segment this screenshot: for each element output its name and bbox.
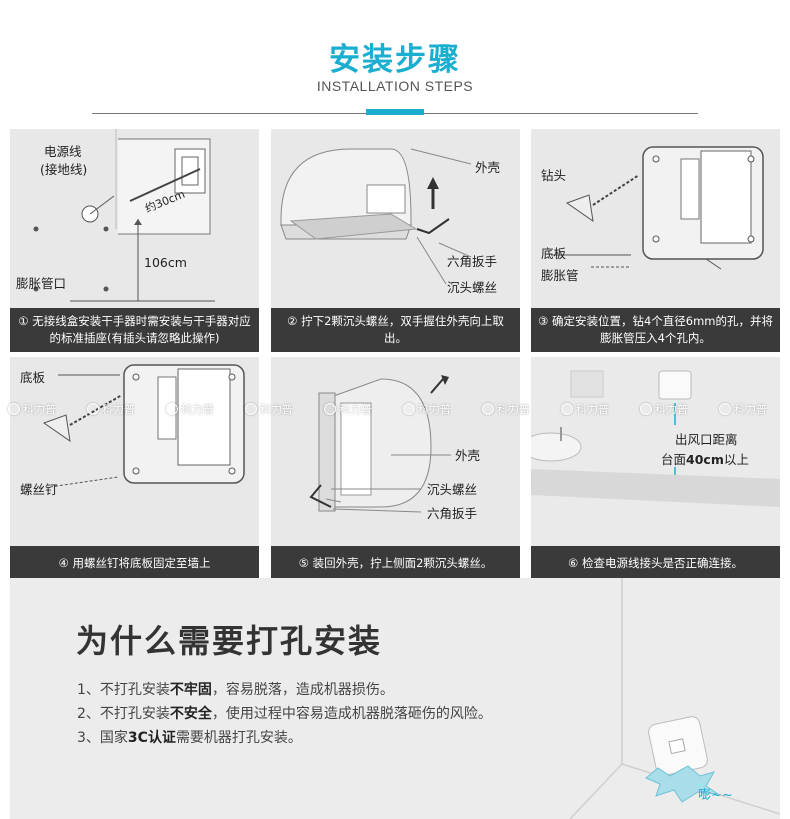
watermark-text: 科力普 <box>734 403 767 416</box>
why-item-text: 需要机器打孔安装。 <box>175 730 302 746</box>
step-1-panel: 电源线 (接地线) 约30cm 106cm 膨胀管口 ① 无接线盒安装干手器时需… <box>10 129 259 352</box>
step-3-caption: ③ 确定安装位置，钻4个直径6mm的孔，并将膨胀管压入4个孔内。 <box>531 308 780 352</box>
watermark-item: 科力普 <box>79 400 158 418</box>
why-item-text: ，容易脱落，造成机器损伤。 <box>211 682 394 698</box>
step-2-caption: ② 拧下2颗沉头螺丝，双手握住外壳向上取出。 <box>271 308 520 352</box>
label-shell: 外壳 <box>475 160 501 175</box>
watermark-logo-icon <box>87 403 99 415</box>
page-subtitle: INSTALLATION STEPS <box>316 78 474 94</box>
why-item-1: 1、不打孔安装不牢固，容易脱落，造成机器损伤。 <box>77 678 492 702</box>
label-hex-wrench: 六角扳手 <box>427 506 478 521</box>
watermark-text: 科力普 <box>418 403 451 416</box>
label-base: 底板 <box>541 246 567 261</box>
why-drill-section: 为什么需要打孔安装 1、不打孔安装不牢固，容易脱落，造成机器损伤。 2、不打孔安… <box>10 578 780 819</box>
watermark-logo-icon <box>719 403 731 415</box>
room-corner-illustration <box>569 578 780 819</box>
watermark-text: 科力普 <box>102 403 135 416</box>
watermark-text: 科力普 <box>576 403 609 416</box>
label-base: 底板 <box>20 370 46 385</box>
watermark-item: 科力普 <box>316 400 395 418</box>
watermark-logo-icon <box>8 403 20 415</box>
label-screw-nail: 螺丝钉 <box>20 482 58 497</box>
label-screw: 沉头螺丝 <box>447 280 498 295</box>
label-shell: 外壳 <box>455 448 481 463</box>
watermark-text: 科力普 <box>655 403 688 416</box>
label-outlet-line1: 出风口距离 <box>675 432 738 447</box>
why-item-text: 2、不打孔安装 <box>77 706 170 722</box>
step-3-panel: 钻头 底板 膨胀管 ③ 确定安装位置，钻4个直径6mm的孔，并将膨胀管压入4个孔… <box>531 129 780 352</box>
step-6-illustration <box>531 357 780 580</box>
step-1-caption: ① 无接线盒安装干手器时需安装与干手器对应的标准插座(有插头请忽略此操作) <box>10 308 259 352</box>
section-header: 安装步骤 INSTALLATION STEPS <box>0 0 790 125</box>
step-2-panel: 外壳 六角扳手 沉头螺丝 ② 拧下2颗沉头螺丝，双手握住外壳向上取出。 <box>271 129 520 352</box>
watermark-logo-icon <box>561 403 573 415</box>
watermark-item: 科力普 <box>632 400 711 418</box>
why-item-3: 3、国家3C认证需要机器打孔安装。 <box>77 726 492 750</box>
label-hex-wrench: 六角扳手 <box>447 254 498 269</box>
why-item-emphasis: 不安全 <box>169 706 212 722</box>
step-6-caption: ⑥ 检查电源线接头是否正确连接。 <box>531 546 780 580</box>
step-4-caption: ④ 用螺丝钉将底板固定至墙上 <box>10 546 259 580</box>
label-outlet-post: 以上 <box>723 452 749 467</box>
watermark-item: 科力普 <box>711 400 790 418</box>
impact-sound-text: 嘭~~ <box>698 788 733 803</box>
label-outlet-line2: 台面40cm以上 <box>661 449 749 468</box>
label-drill: 钻头 <box>541 168 567 183</box>
page-title: 安装步骤 <box>329 42 461 78</box>
watermark-logo-icon <box>166 403 178 415</box>
watermark-item: 科力普 <box>395 400 474 418</box>
watermark-logo-icon <box>324 403 336 415</box>
why-title: 为什么需要打孔安装 <box>76 622 383 660</box>
label-anchor: 膨胀管 <box>541 268 579 283</box>
watermark-item: 科力普 <box>158 400 237 418</box>
watermark-logo-icon <box>403 403 415 415</box>
label-outlet-pre: 台面 <box>661 452 687 467</box>
step-5-panel: 外壳 沉头螺丝 六角扳手 ⑤ 装回外壳，拧上侧面2颗沉头螺丝。 <box>271 357 520 580</box>
step-2-illustration <box>280 148 472 285</box>
step-6-panel: 出风口距离 台面40cm以上 ⑥ 检查电源线接头是否正确连接。 <box>531 357 780 580</box>
why-item-2: 2、不打孔安装不安全，使用过程中容易造成机器脱落砸伤的风险。 <box>77 702 492 726</box>
watermark-item: 科力普 <box>0 400 79 418</box>
label-outlet-distance: 40cm <box>686 452 724 467</box>
why-list: 1、不打孔安装不牢固，容易脱落，造成机器损伤。 2、不打孔安装不安全，使用过程中… <box>77 678 492 750</box>
step-1-illustration <box>33 129 215 302</box>
label-106cm: 106cm <box>144 255 187 270</box>
label-anchor-hole: 膨胀管口 <box>16 276 67 291</box>
watermark-text: 科力普 <box>181 403 214 416</box>
watermark-item: 科力普 <box>237 400 316 418</box>
why-item-emphasis: 3C认证 <box>127 730 176 746</box>
step-4-illustration <box>42 364 245 488</box>
watermark-logo-icon <box>640 403 652 415</box>
label-power-line: 电源线 <box>44 144 82 159</box>
why-item-text: 1、不打孔安装 <box>77 682 170 698</box>
watermark-logo-icon <box>245 403 257 415</box>
label-screw: 沉头螺丝 <box>427 482 478 497</box>
label-ground: (接地线) <box>40 162 88 177</box>
why-item-emphasis: 不牢固 <box>169 682 212 698</box>
watermark-text: 科力普 <box>339 403 372 416</box>
watermark-text: 科力普 <box>260 403 293 416</box>
title-accent-bar <box>366 109 424 115</box>
step-3-illustration <box>551 146 764 270</box>
watermark-item: 科力普 <box>474 400 553 418</box>
why-item-text: ，使用过程中容易造成机器脱落砸伤的风险。 <box>211 706 492 722</box>
step-4-panel: 底板 螺丝钉 ④ 用螺丝钉将底板固定至墙上 <box>10 357 259 580</box>
watermark-logo-icon <box>482 403 494 415</box>
step-5-caption: ⑤ 装回外壳，拧上侧面2颗沉头螺丝。 <box>271 546 520 580</box>
watermark-item: 科力普 <box>553 400 632 418</box>
watermark-strip: 科力普 科力普 科力普 科力普 科力普 科力普 科力普 科力普 科力普 科力普 <box>0 400 790 418</box>
watermark-text: 科力普 <box>497 403 530 416</box>
watermark-text: 科力普 <box>23 403 56 416</box>
why-item-text: 3、国家 <box>77 730 128 746</box>
